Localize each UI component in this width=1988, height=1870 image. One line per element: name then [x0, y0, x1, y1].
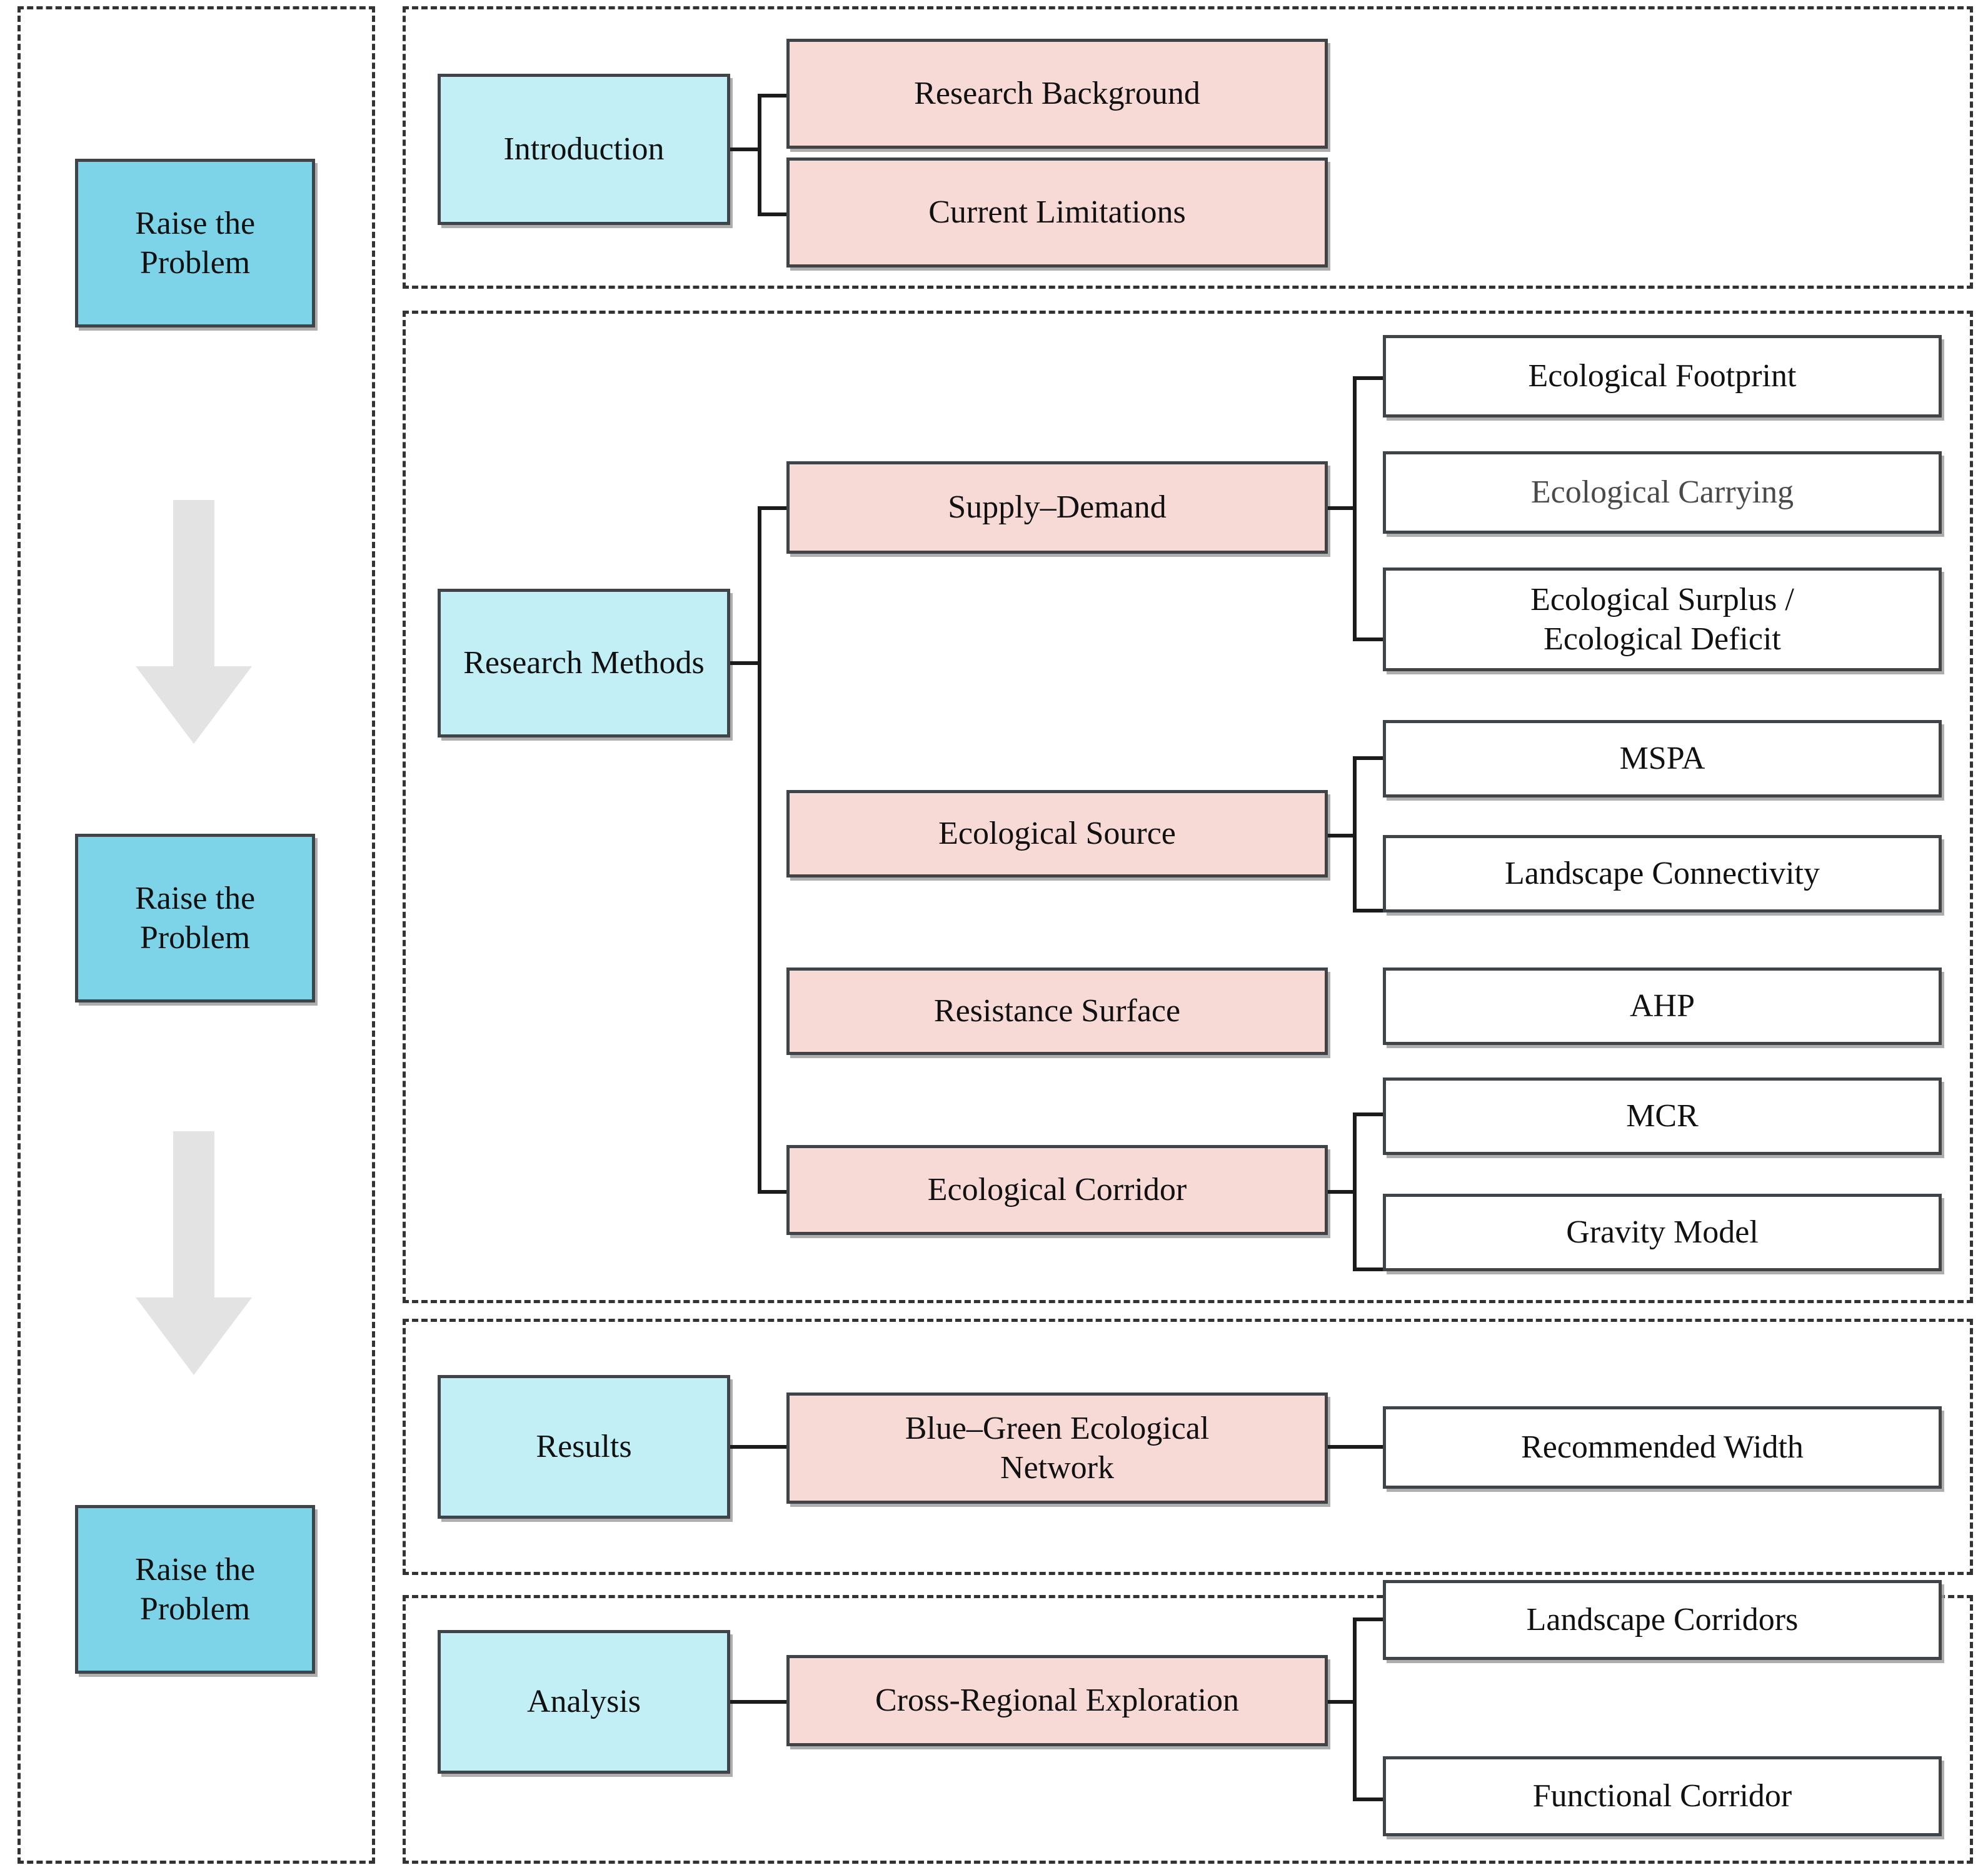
- connector-supplydemand-stem: [1328, 506, 1355, 510]
- connector-intro-to-background: [758, 94, 790, 98]
- connector-crossregional-to-landscape: [1353, 1618, 1387, 1621]
- stage-box-3[interactable]: Raise the Problem: [75, 1505, 315, 1674]
- connector-analysis-to-crossregional: [730, 1700, 789, 1704]
- branch-research-background-label: Research Background: [914, 76, 1200, 112]
- connector-supplydemand-to-surplus: [1353, 638, 1387, 641]
- branch-box-current-limitations[interactable]: Current Limitations: [786, 158, 1328, 268]
- down-arrow-1: [136, 500, 252, 744]
- category-analysis-label: Analysis: [527, 1684, 641, 1720]
- branch-box-blue-green-network[interactable]: Blue–Green Ecological Network: [786, 1392, 1328, 1504]
- category-box-introduction[interactable]: Introduction: [438, 74, 730, 225]
- leaf-box-recommended-width[interactable]: Recommended Width: [1383, 1406, 1942, 1489]
- category-research-methods-label: Research Methods: [463, 645, 705, 681]
- branch-supply-demand-label: Supply–Demand: [948, 489, 1167, 526]
- category-box-analysis[interactable]: Analysis: [438, 1630, 730, 1774]
- leaf-box-mspa[interactable]: MSPA: [1383, 720, 1942, 798]
- connector-network-to-width: [1328, 1445, 1385, 1449]
- leaf-box-functional-corridor[interactable]: Functional Corridor: [1383, 1756, 1942, 1836]
- leaf-ecological-surplus-deficit-label: Ecological Surplus / Ecological Deficit: [1530, 581, 1794, 657]
- section-panel-research-methods: [403, 311, 1973, 1303]
- connector-ecocorridor-stem: [1328, 1190, 1355, 1194]
- connector-supplydemand-to-footprint: [1353, 376, 1387, 380]
- branch-box-ecological-corridor[interactable]: Ecological Corridor: [786, 1145, 1328, 1235]
- leaf-box-landscape-corridors[interactable]: Landscape Corridors: [1383, 1580, 1942, 1660]
- stage-box-3-label: Raise the Problem: [134, 1551, 256, 1627]
- branch-blue-green-network-label: Blue–Green Ecological Network: [905, 1410, 1210, 1486]
- stage-box-2[interactable]: Raise the Problem: [75, 834, 315, 1002]
- leaf-mspa-label: MSPA: [1619, 741, 1705, 777]
- connector-ecosource-spine: [1353, 756, 1357, 912]
- category-introduction-label: Introduction: [503, 131, 665, 168]
- stage-box-2-label: Raise the Problem: [134, 880, 256, 956]
- connector-intro-spine: [758, 94, 761, 216]
- connector-crossregional-stem: [1328, 1700, 1355, 1704]
- connector-ecocorridor-spine: [1353, 1112, 1357, 1271]
- section-panel-analysis: [403, 1595, 1973, 1864]
- leaf-mcr-label: MCR: [1626, 1098, 1699, 1134]
- connector-results-to-network: [730, 1445, 789, 1449]
- leaf-box-landscape-connectivity[interactable]: Landscape Connectivity: [1383, 835, 1942, 912]
- category-results-label: Results: [536, 1429, 632, 1465]
- connector-intro-stem: [730, 148, 761, 151]
- connector-ecosource-to-connectivity: [1353, 909, 1387, 912]
- leaf-functional-corridor-label: Functional Corridor: [1532, 1778, 1792, 1814]
- category-box-research-methods[interactable]: Research Methods: [438, 589, 730, 738]
- connector-ecosource-to-mspa: [1353, 756, 1387, 760]
- leaf-box-ahp[interactable]: AHP: [1383, 968, 1942, 1045]
- stage-box-1-label: Raise the Problem: [134, 205, 256, 281]
- branch-resistance-surface-label: Resistance Surface: [933, 993, 1181, 1029]
- connector-supplydemand-spine: [1353, 376, 1357, 641]
- branch-box-ecological-source[interactable]: Ecological Source: [786, 790, 1328, 878]
- branch-cross-regional-exploration-label: Cross-Regional Exploration: [875, 1682, 1240, 1719]
- connector-ecocorridor-to-mcr: [1353, 1112, 1387, 1116]
- section-panel-results: [403, 1319, 1973, 1575]
- leaf-box-ecological-surplus-deficit[interactable]: Ecological Surplus / Ecological Deficit: [1383, 568, 1942, 671]
- branch-box-cross-regional-exploration[interactable]: Cross-Regional Exploration: [786, 1655, 1328, 1746]
- connector-methods-to-supply-demand: [758, 506, 790, 510]
- connector-crossregional-to-functional: [1353, 1798, 1387, 1801]
- connector-intro-to-limitations: [758, 212, 790, 216]
- leaf-ahp-label: AHP: [1629, 988, 1695, 1024]
- connector-ecosource-stem: [1328, 834, 1355, 838]
- leaf-box-ecological-carrying[interactable]: Ecological Carrying: [1383, 451, 1942, 534]
- branch-box-resistance-surface[interactable]: Resistance Surface: [786, 968, 1328, 1055]
- connector-methods-spine: [758, 506, 761, 1194]
- stage-panel: [18, 6, 375, 1864]
- leaf-box-mcr[interactable]: MCR: [1383, 1078, 1942, 1155]
- down-arrow-2: [136, 1131, 252, 1375]
- connector-methods-stem: [730, 661, 761, 665]
- leaf-box-gravity-model[interactable]: Gravity Model: [1383, 1194, 1942, 1271]
- category-box-results[interactable]: Results: [438, 1375, 730, 1519]
- leaf-landscape-corridors-label: Landscape Corridors: [1526, 1602, 1799, 1638]
- leaf-recommended-width-label: Recommended Width: [1521, 1429, 1804, 1466]
- connector-methods-to-ecological-corridor: [758, 1190, 790, 1194]
- branch-ecological-corridor-label: Ecological Corridor: [927, 1172, 1187, 1208]
- branch-ecological-source-label: Ecological Source: [938, 816, 1176, 852]
- section-panel-introduction: [403, 6, 1973, 289]
- stage-box-1[interactable]: Raise the Problem: [75, 159, 315, 328]
- leaf-gravity-model-label: Gravity Model: [1566, 1214, 1759, 1251]
- connector-ecocorridor-to-gravity: [1353, 1268, 1387, 1271]
- leaf-ecological-carrying-label: Ecological Carrying: [1530, 474, 1794, 511]
- branch-box-supply-demand[interactable]: Supply–Demand: [786, 461, 1328, 554]
- branch-box-research-background[interactable]: Research Background: [786, 39, 1328, 149]
- leaf-box-ecological-footprint[interactable]: Ecological Footprint: [1383, 335, 1942, 418]
- leaf-landscape-connectivity-label: Landscape Connectivity: [1505, 856, 1820, 892]
- leaf-ecological-footprint-label: Ecological Footprint: [1528, 358, 1797, 394]
- branch-current-limitations-label: Current Limitations: [928, 194, 1186, 231]
- connector-crossregional-spine: [1353, 1618, 1357, 1801]
